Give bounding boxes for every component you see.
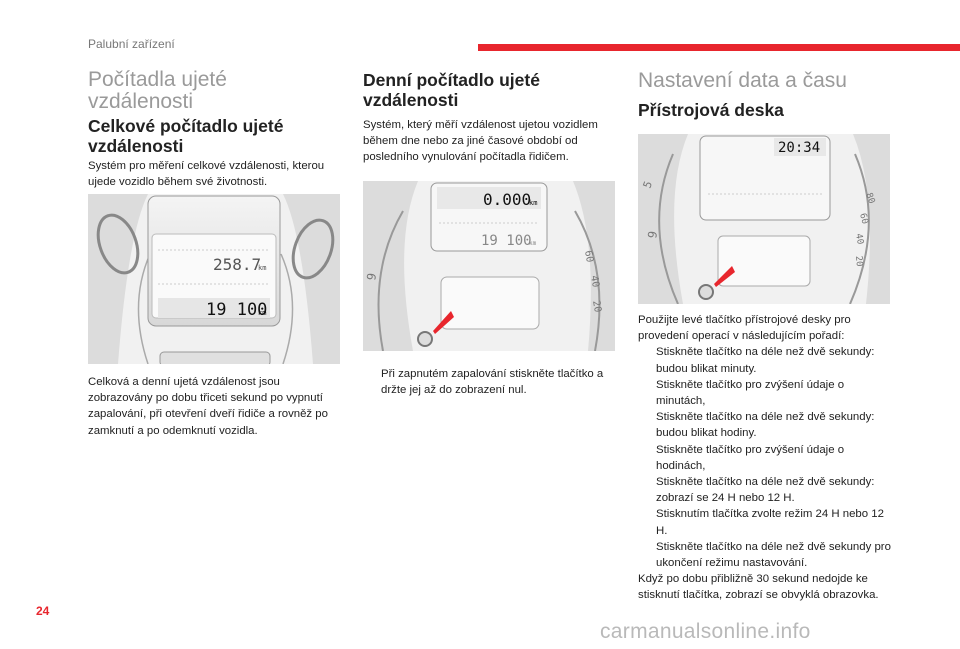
svg-text:9: 9 bbox=[364, 272, 379, 282]
trip-reset-illustration: 9 60 40 20 0.000 km 19 100 km bbox=[363, 181, 615, 351]
svg-text:60: 60 bbox=[582, 250, 595, 264]
col3-heading: Nastavení data a času bbox=[638, 69, 847, 92]
list-item: Stisknutím tlačítka zvolte režim 24 H ne… bbox=[656, 508, 884, 537]
list-item: Stiskněte tlačítko na déle než dvě sekun… bbox=[656, 346, 875, 375]
col2-steps: Při zapnutém zapalování stiskněte tlačít… bbox=[363, 366, 613, 398]
svg-text:20: 20 bbox=[590, 300, 603, 314]
trip-display: 258.7 bbox=[213, 255, 261, 274]
col1-heading: Počítadla ujeté vzdálenosti bbox=[88, 68, 227, 113]
col3-outro: Když po dobu přibližně 30 sekund nedojde… bbox=[638, 573, 879, 602]
svg-text:40: 40 bbox=[853, 233, 865, 245]
list-item: Stiskněte tlačítko pro zvýšení údaje o h… bbox=[656, 443, 845, 472]
col2-intro: Systém, který měří vzdálenost ujetou voz… bbox=[363, 119, 598, 164]
reset-button-icon bbox=[698, 284, 714, 300]
col3-subheading: Přístrojová deska bbox=[638, 100, 784, 120]
odometer-illustration: 258.7 km 19 100 km bbox=[88, 194, 340, 364]
col2-heading: Denní počítadlo ujeté vzdálenosti bbox=[363, 70, 540, 110]
odometer-display: 19 100 bbox=[481, 233, 532, 249]
pointer-arrow-icon bbox=[714, 266, 735, 287]
odometer-unit: km bbox=[258, 309, 266, 317]
trip-unit: km bbox=[258, 264, 266, 272]
trip-unit: km bbox=[529, 199, 537, 207]
list-item: Při zapnutém zapalování stiskněte tlačít… bbox=[381, 368, 604, 397]
instrument-cluster-image: 258.7 km 19 100 km bbox=[88, 194, 340, 364]
odometer-display: 19 100 bbox=[206, 300, 267, 320]
list-item: Stiskněte tlačítko na déle než dvě sekun… bbox=[656, 540, 891, 570]
svg-text:9: 9 bbox=[645, 230, 660, 240]
col1-intro: Systém pro měření celkové vzdálenosti, k… bbox=[88, 160, 325, 189]
svg-text:80: 80 bbox=[863, 192, 876, 206]
pointer-arrow-icon bbox=[433, 311, 454, 334]
clock-setting-illustration: 5 9 80 60 40 20 20:34 bbox=[638, 134, 890, 304]
list-item: Stiskněte tlačítko na déle než dvě sekun… bbox=[656, 411, 875, 440]
header-accent-bar bbox=[478, 44, 960, 51]
instrument-cluster-image: 5 9 80 60 40 20 20:34 bbox=[638, 134, 890, 304]
reset-button-icon bbox=[417, 331, 433, 347]
trip-display: 0.000 bbox=[483, 190, 531, 209]
svg-text:40: 40 bbox=[588, 275, 601, 289]
list-item: Stiskněte tlačítko pro zvýšení údaje o m… bbox=[656, 378, 845, 408]
list-item: Stiskněte tlačítko na déle než dvě sekun… bbox=[656, 476, 875, 505]
clock-display: 20:34 bbox=[778, 140, 820, 156]
col1-subheading: Celkové počítadlo ujeté vzdálenosti bbox=[88, 116, 284, 156]
page-number: 24 bbox=[36, 604, 50, 618]
svg-text:5: 5 bbox=[641, 179, 655, 190]
svg-text:60: 60 bbox=[857, 212, 869, 225]
svg-text:20: 20 bbox=[853, 255, 864, 267]
watermark: carmanualsonline.info bbox=[600, 620, 811, 643]
section-title: Palubní zařízení bbox=[88, 37, 175, 51]
col3-instructions: Použijte levé tlačítko přístrojové desky… bbox=[638, 312, 896, 604]
col3-intro: Použijte levé tlačítko přístrojové desky… bbox=[638, 314, 851, 343]
instrument-cluster-image: 9 60 40 20 0.000 km 19 100 km bbox=[363, 181, 615, 351]
odometer-unit: km bbox=[529, 240, 537, 247]
col1-body: Celková a denní ujetá vzdálenost jsou zo… bbox=[88, 376, 328, 437]
